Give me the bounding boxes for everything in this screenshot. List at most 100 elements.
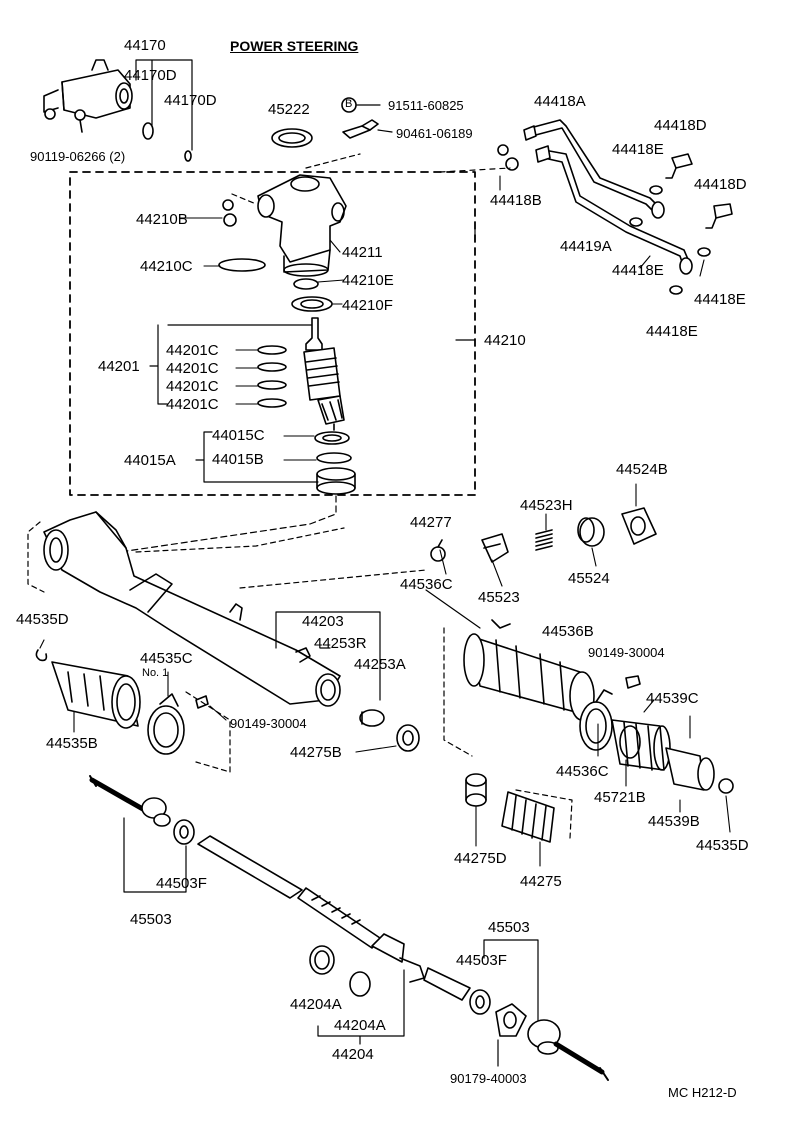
- tie-rod-end-left: [90, 776, 170, 826]
- label-45503-b: 45503: [488, 919, 530, 936]
- label-44535d-b: 44535D: [696, 837, 749, 854]
- label-44539b: 44539B: [648, 813, 700, 830]
- label-44419a: 44419A: [560, 238, 612, 255]
- label-90461: 90461-06189: [396, 126, 473, 141]
- label-44204a-b: 44204A: [334, 1017, 386, 1034]
- label-44253a: 44253A: [354, 656, 406, 673]
- washer-44503f-left: [174, 820, 194, 844]
- label-44418e-c: 44418E: [694, 291, 746, 308]
- label-44201c-2: 44201C: [166, 360, 219, 377]
- label-44210b: 44210B: [136, 211, 188, 228]
- control-valve-pinion: [304, 318, 344, 430]
- diagram-title: POWER STEERING: [230, 38, 359, 54]
- stopper-44204a-ring: [310, 946, 334, 974]
- cap-44539b: [666, 748, 714, 790]
- label-44170d-a: 44170D: [124, 67, 177, 84]
- unions-44418b: [498, 145, 518, 170]
- label-44536c-b: 44536C: [556, 763, 609, 780]
- label-44277: 44277: [410, 514, 452, 531]
- label-44535c: 44535C: [140, 650, 193, 667]
- control-valve-assembly: [44, 60, 132, 132]
- label-90149-b: 90149-30004: [588, 645, 665, 660]
- plug-45523: [482, 534, 508, 562]
- label-44536b: 44536B: [542, 623, 594, 640]
- label-44418e-d: 44418E: [646, 323, 698, 340]
- pressure-tube-44418a: [524, 120, 664, 218]
- bellows-44275: [502, 792, 554, 842]
- label-44210f: 44210F: [342, 297, 393, 314]
- bolt-circle-symbol: [342, 98, 380, 112]
- label-44524b: 44524B: [616, 461, 668, 478]
- label-44170: 44170: [124, 37, 166, 54]
- label-44015a: 44015A: [124, 452, 176, 469]
- label-44253r: 44253R: [314, 635, 367, 652]
- label-45222: 45222: [268, 101, 310, 118]
- cap-45524: [578, 518, 604, 546]
- label-44275d: 44275D: [454, 850, 507, 867]
- label-44210: 44210: [484, 332, 526, 349]
- label-45721b: 45721B: [594, 789, 646, 806]
- label-44275b: 44275B: [290, 744, 342, 761]
- steering-gear-housing: [258, 175, 346, 276]
- label-45524: 45524: [568, 570, 610, 587]
- seal-44277: [431, 540, 445, 561]
- label-44418b: 44418B: [490, 192, 542, 209]
- dust-boot-44535b: [52, 662, 140, 728]
- rack-bar: [198, 836, 470, 1000]
- label-44201: 44201: [98, 358, 140, 375]
- label-44015c: 44015C: [212, 427, 265, 444]
- nuts-44210b: [223, 200, 236, 226]
- bearing-44210f: [292, 297, 332, 311]
- label-44503f-a: 44503F: [156, 875, 207, 892]
- bushing-44275d: [466, 774, 486, 806]
- label-44418d-b: 44418D: [694, 176, 747, 193]
- rack-housing-44203: [44, 512, 340, 706]
- seal-44275b: [397, 725, 419, 751]
- bearing-44015c: [315, 432, 349, 444]
- ring-44210e: [294, 279, 318, 289]
- seal-rings-44201c: [258, 346, 286, 407]
- label-45503-a: 45503: [130, 911, 172, 928]
- label-44535d-a: 44535D: [16, 611, 69, 628]
- oring-44170d-b: [185, 151, 191, 161]
- label-90179: 90179-40003: [450, 1071, 527, 1086]
- label-44204: 44204: [332, 1046, 374, 1063]
- clip-44535d-right: [719, 779, 733, 793]
- ring-44015b: [317, 453, 351, 463]
- clamp-44536c: [580, 690, 612, 750]
- label-no1: No. 1: [142, 667, 169, 679]
- bolt-symbol-letter: B: [345, 98, 353, 110]
- return-tube-44419a: [536, 146, 692, 274]
- seal-45222: [272, 129, 312, 147]
- plug-44015a: [317, 468, 355, 494]
- label-44201c-4: 44201C: [166, 396, 219, 413]
- bushing-44253a: [360, 710, 384, 726]
- clamp-44535c: [148, 694, 184, 754]
- clip-44535d-left: [36, 650, 46, 660]
- label-44418a: 44418A: [534, 93, 586, 110]
- label-91511: 91511-60825: [388, 98, 464, 113]
- label-44418d-a: 44418D: [654, 117, 707, 134]
- label-44503f-b: 44503F: [456, 952, 507, 969]
- label-44275: 44275: [520, 873, 562, 890]
- spacer-45721b: [620, 726, 640, 758]
- lock-nut-90179: [496, 1004, 526, 1036]
- label-44204a-a: 44204A: [290, 996, 342, 1013]
- label-90119: 90119-06266 (2): [30, 149, 126, 164]
- plate-44524b: [622, 508, 656, 544]
- label-44523h: 44523H: [520, 497, 573, 514]
- label-44211: 44211: [342, 244, 383, 261]
- washer-44503f-right: [470, 990, 490, 1014]
- label-44418e-a: 44418E: [612, 141, 664, 158]
- label-44539c: 44539C: [646, 690, 699, 707]
- tie-rod-end-right: [528, 1020, 608, 1080]
- spring-44523h: [536, 530, 552, 550]
- oring-44210c: [219, 259, 265, 271]
- diagram-code: MC H212-D: [668, 1085, 737, 1100]
- label-44536c-a: 44536C: [400, 576, 453, 593]
- label-44201c-3: 44201C: [166, 378, 219, 395]
- label-44210c: 44210C: [140, 258, 193, 275]
- label-44170d-b: 44170D: [164, 92, 217, 109]
